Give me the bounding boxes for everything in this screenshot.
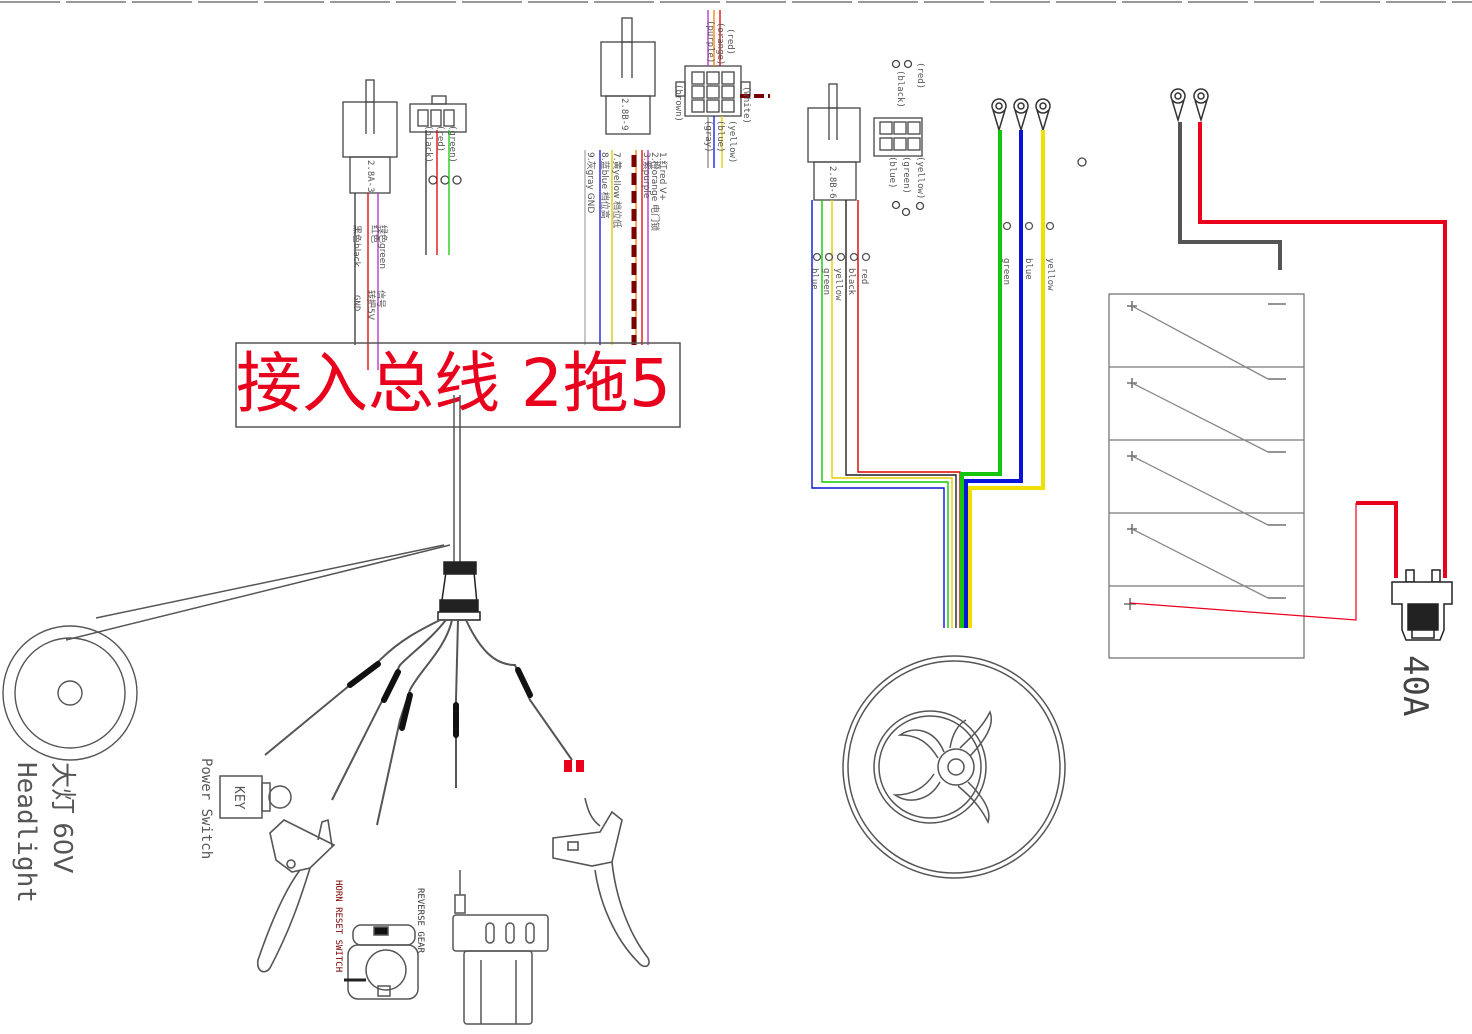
bus-left-wire-gnd: GND (351, 295, 361, 311)
bus-top-pin-purple: (purple) (705, 20, 715, 63)
hall-wire-green: green (821, 268, 831, 295)
bus-top-pin-brown: (brown) (673, 84, 683, 122)
key-label: KEY (231, 786, 246, 810)
headlight (2, 625, 138, 761)
reverse-gear-throttle (452, 870, 549, 1025)
bus-top-wire-9: 9.灰gray GND (585, 152, 597, 213)
battery-positive-thin-wire (1129, 503, 1357, 621)
battery-negative-wire (1178, 122, 1282, 270)
hall-connector (807, 59, 1087, 217)
hub-leads (264, 619, 573, 826)
brake-lever-left (256, 818, 336, 973)
bus-left-wire-red: 红色 (369, 225, 381, 243)
reverse-gear-label: REVERSE GEAR (415, 888, 425, 954)
horn-switch (344, 924, 419, 1000)
power-switch-label: Power Switch (198, 758, 214, 859)
bus-left-wire-5v: 转把5V (365, 290, 377, 321)
hall-wire-red: red (859, 268, 869, 284)
hall-ref: 2.8B-6 (827, 166, 837, 199)
wiring-hub (437, 561, 481, 621)
bus-cable (65, 395, 461, 641)
bus-left-wire-black: 黑色black (351, 225, 363, 268)
bus-connector-left-wires (354, 130, 450, 370)
phase-label-blue: blue (1023, 258, 1033, 280)
hall-wire-blue: blue (809, 268, 819, 290)
bus-box (235, 342, 681, 428)
hall-pin-red: (red) (915, 62, 925, 89)
key-switch (219, 775, 292, 819)
horn-switch-label: HORN RESET SWITCH (333, 880, 343, 972)
bus-left-ref: 2.8A-3 (365, 160, 375, 193)
phase-label-green: green (1001, 258, 1011, 285)
bus-top-pin-white: (white) (741, 86, 751, 124)
hall-pin-green: (green) (901, 156, 911, 194)
hall-wire-dots (812, 252, 871, 262)
hall-wires (811, 200, 961, 628)
phase-wires (960, 130, 1045, 628)
bus-connector-top (600, 17, 751, 135)
bus-top-wire-2: 2.橙orange 电门锁 (649, 152, 661, 231)
bus-left-pin-green: (green) (447, 125, 457, 163)
red-connector (564, 760, 584, 772)
bus-left-pin-red: (red) (435, 125, 445, 152)
phase-ring-terminals (991, 98, 1051, 133)
bus-top-wire-8: 8.蓝blue 档位高 (599, 152, 611, 219)
bus-top-pin-red: (red) (725, 28, 735, 55)
fuse-rating: 40A (1395, 655, 1435, 716)
hall-wire-yellow: yellow (833, 268, 843, 301)
hall-wire-black: black (846, 268, 856, 296)
battery-ring-terminals (1170, 88, 1209, 123)
bus-top-pin-yellow: (yellow) (727, 120, 737, 163)
phase-label-yellow: yellow (1045, 258, 1055, 291)
fuse-red-wire (1356, 501, 1398, 578)
headlight-label-cn: 大灯 60V (47, 762, 77, 873)
bus-top-wire-7: 7.黄yellow 档位低 (611, 152, 623, 228)
brake-lever-right (552, 797, 650, 968)
fuse-breaker (1391, 569, 1453, 641)
bus-top-wire-3: 3.紫purple (641, 152, 652, 199)
headlight-label-en: Headlight (11, 762, 41, 903)
bus-top-pin-gray: (gray) (703, 120, 713, 153)
bus-connector-left (342, 79, 467, 194)
bus-left-pin-black: (black) (423, 125, 433, 163)
bus-top-pin-blue: (blue) (715, 120, 725, 153)
battery-pack (1108, 293, 1305, 659)
bus-top-pin-orange: (orange) (715, 22, 725, 65)
bus-left-wire-green: 绿色green (377, 225, 389, 269)
bus-top-ref: 2.8B-9 (619, 98, 629, 131)
battery-positive-wire (1198, 122, 1447, 578)
phase-wire-dots (1002, 221, 1055, 231)
hub-motor-wheel (842, 655, 1066, 879)
hall-pin-yellow: (yellow) (915, 156, 925, 199)
hall-pin-black: (black) (895, 70, 905, 108)
bus-top-wire-1: 1.红red V+ (657, 152, 669, 201)
hub-lead-plugs (347, 661, 533, 738)
hall-pin-blue: (blue) (887, 156, 897, 189)
bus-left-wire-signal: 信号 (375, 290, 387, 308)
